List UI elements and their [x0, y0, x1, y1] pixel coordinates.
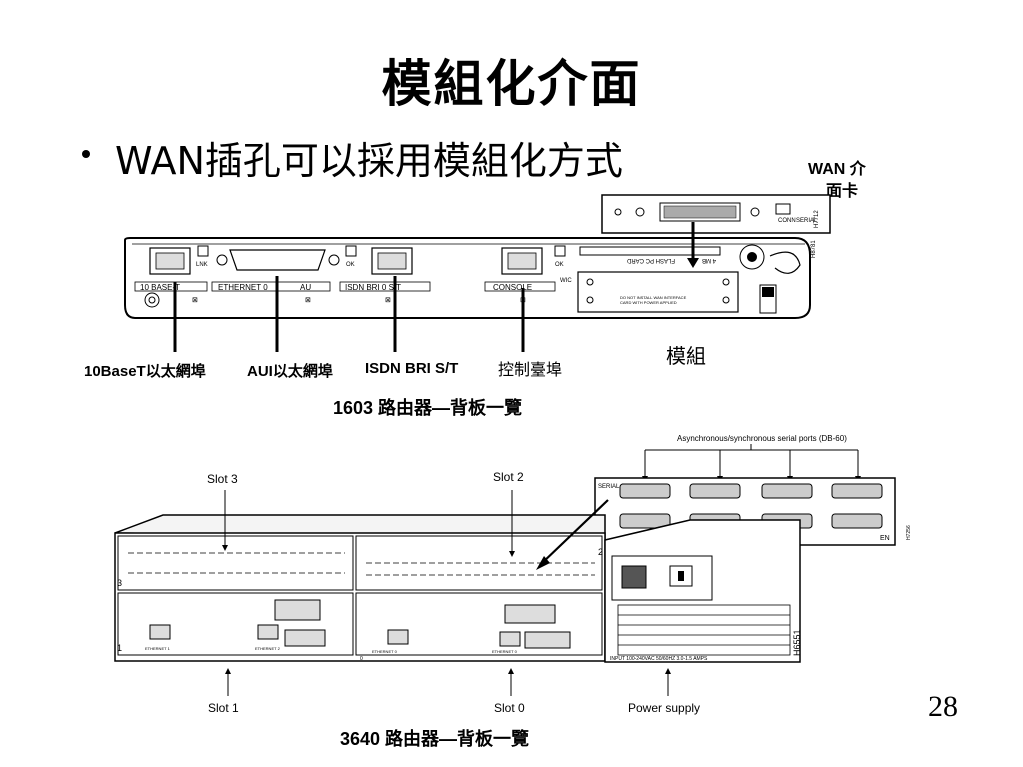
- flash-label: FLASH PC CARD: [626, 257, 675, 263]
- lnk-label: LNK: [196, 262, 208, 268]
- router-1603-panel: LNK OK OK FLASH PC CARD 4 MB H8781 10 BA…: [124, 237, 817, 319]
- slot-num-2: 2: [598, 547, 603, 557]
- ok-label-1: OK: [346, 262, 355, 268]
- part-a-label: H7712: [814, 210, 820, 228]
- slot3-label: Slot 3: [207, 472, 238, 486]
- ok-label-2: OK: [555, 262, 564, 268]
- slot-num-3: 3: [117, 578, 122, 588]
- au-label: AU: [300, 283, 311, 292]
- callout-10baset: 10BaseT以太網埠: [84, 363, 206, 380]
- power-supply-label: Power supply: [628, 701, 701, 715]
- router-3640-chassis: 3 2 1 0 ETHERNET 1 ETHERNET 2 ETHERNET 0…: [114, 514, 802, 663]
- input-rating: INPUT 100-240VAC 50/60HZ 3.0-1.5 AMPS: [610, 656, 708, 662]
- module-label: 模組: [666, 344, 706, 368]
- svg-text:⊠: ⊠: [305, 297, 311, 304]
- slot0-label: Slot 0: [494, 701, 525, 715]
- caption-1603: 1603 路由器—背板一覽: [333, 398, 523, 418]
- conn-label: CONN: [778, 218, 796, 224]
- ethernet0-label: ETHERNET 0: [372, 649, 398, 654]
- slot-num-0: 0: [360, 656, 363, 662]
- page-number: 28: [928, 690, 958, 723]
- callout-lines-1603: [173, 222, 695, 352]
- slot1-label: Slot 1: [208, 701, 239, 715]
- wic-note-1: DO NOT INSTALL WAN INTERFACE: [620, 295, 687, 300]
- serial-port-card: SERIAL A/S EN H7256: [594, 477, 912, 546]
- ethernet2-label: ETHERNET 2: [255, 646, 281, 651]
- caption-3640: 3640 路由器—背板一覽: [340, 729, 530, 749]
- wan-card-label-1: WAN 介: [808, 161, 866, 178]
- bullet-text: WAN插孔可以採用模組化方式: [115, 139, 623, 183]
- callout-console: 控制臺埠: [498, 362, 563, 379]
- serial-card-id: H7256: [906, 525, 912, 540]
- serial-label: SERIAL: [796, 218, 818, 224]
- bullet-dot: [82, 150, 90, 158]
- slot2-label: Slot 2: [493, 470, 524, 484]
- slot-num-1: 1: [117, 643, 122, 653]
- serial-as-label: SERIAL A/S: [598, 484, 630, 490]
- port-10base-label: 10 BASE-T: [140, 283, 180, 292]
- wic-note-2: CARD WITH POWER APPLIED: [620, 300, 677, 305]
- svg-text:⊠: ⊠: [192, 297, 198, 304]
- ethernet1-label: ETHERNET 1: [145, 646, 171, 651]
- slide-title: 模組化介面: [381, 55, 642, 113]
- ethernet0b-label: ETHERNET 0: [492, 649, 518, 654]
- ethernet-label: ETHERNET 0: [218, 283, 268, 292]
- figure-id: H6551: [792, 629, 802, 656]
- wan-card-label-2: 面卡: [826, 183, 859, 200]
- wic-label: WIC: [560, 278, 572, 284]
- console-panel-label: CONSOLE: [493, 283, 532, 292]
- mb-label: 4 MB: [702, 257, 716, 263]
- part-b-label: H8781: [811, 240, 817, 258]
- callout-aui: AUI以太網埠: [247, 363, 333, 380]
- isdn-panel-label: ISDN BRI 0 S/T: [345, 283, 401, 292]
- wan-interface-card: CONN SERIAL H7712: [601, 194, 831, 234]
- async-label: Asynchronous/synchronous serial ports (D…: [677, 434, 847, 443]
- callout-isdn: ISDN BRI S/T: [365, 360, 459, 377]
- en-label: EN: [880, 535, 890, 542]
- callout-lines-3640: [224, 490, 669, 696]
- svg-text:⊠: ⊠: [385, 297, 391, 304]
